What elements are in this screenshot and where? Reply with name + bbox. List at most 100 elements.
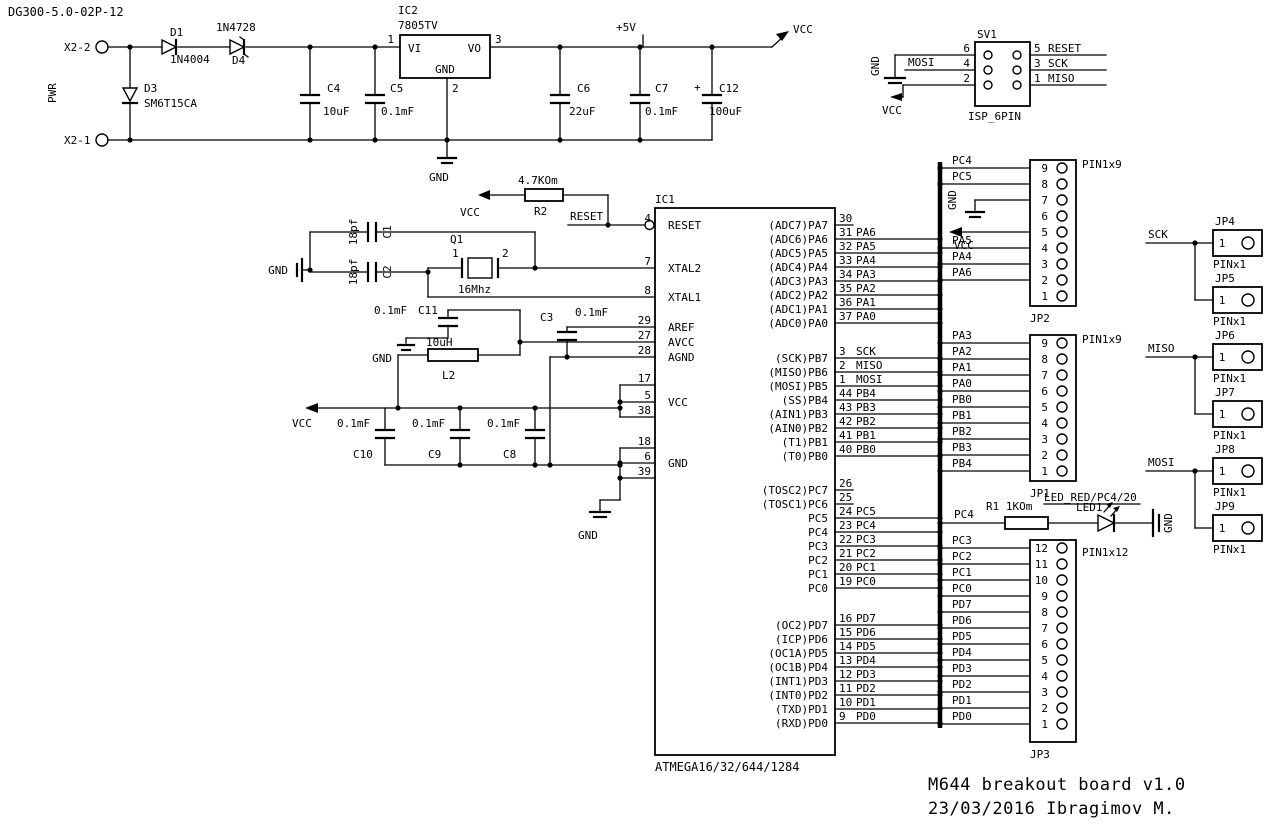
net-label: VCC [292, 417, 312, 430]
ic1-pin-number: 27 [638, 329, 651, 342]
jp3-rows: 12PC311PC210PC19PC08PD77PD66PD55PD44PD33… [937, 534, 1068, 731]
ic1-pin-label: PC0 [808, 582, 828, 595]
led-net-label: LED_RED/PC4/20 [1044, 491, 1137, 504]
net-label: PB3 [856, 401, 876, 414]
header-pin-number: 7 [1041, 622, 1048, 635]
ic1-pin-label: PC3 [808, 540, 828, 553]
header-pin-number: 8 [1041, 353, 1048, 366]
junction-dot [457, 405, 463, 411]
ic1-pin-number: 42 [839, 415, 852, 428]
reset-inversion-bubble [644, 219, 655, 231]
header-pin [1056, 670, 1068, 682]
jumper-pin-number: 1 [1219, 351, 1226, 364]
header-pin-number: 3 [1041, 258, 1048, 271]
net-label: PD3 [952, 662, 972, 675]
ic1-pin-label: (TOSC1)PC6 [762, 498, 828, 511]
capacitor-ref: C9 [428, 448, 441, 461]
net-label: VCC [460, 206, 480, 219]
header-pin [1056, 718, 1068, 730]
vcc-arrow-icon [776, 31, 789, 41]
capacitor-value: 10uF [323, 105, 350, 118]
header-pin-number: 3 [1041, 686, 1048, 699]
ic1-pin-number: 33 [839, 254, 852, 267]
ic1-pin-number: 28 [638, 344, 651, 357]
junction-dot [937, 593, 943, 599]
ic1-pin-number: 15 [839, 626, 852, 639]
net-label: PD6 [856, 626, 876, 639]
header-pin [1056, 590, 1068, 602]
header-pin [1056, 385, 1068, 397]
wire [243, 53, 249, 58]
vcc-arrow-icon [949, 227, 962, 237]
junction-dot [937, 388, 943, 394]
header-pin-number: 11 [1035, 558, 1048, 571]
inductor-value: 10uH [426, 336, 453, 349]
ic1-pin-label: (ADC6)PA6 [768, 233, 828, 246]
net-label: +5V [616, 21, 636, 34]
capacitor-ref: C10 [353, 448, 373, 461]
net-label: PC2 [952, 550, 972, 563]
net-label: VCC [793, 23, 813, 36]
ic1-pin-label: (RXD)PD0 [775, 717, 828, 730]
header-pin [1056, 226, 1068, 238]
ic1-pin-number: 43 [839, 401, 852, 414]
isp-pin [983, 50, 993, 60]
junction-dot [617, 475, 623, 481]
ic1-pin-number: 17 [638, 372, 651, 385]
isp-pin [1012, 65, 1022, 75]
ic1-pin-number: 31 [839, 226, 852, 239]
ic1-pin-number: 30 [839, 212, 852, 225]
net-label: PB2 [856, 415, 876, 428]
ic1-pin-label: (ADC2)PA2 [768, 289, 828, 302]
header-pin [1056, 558, 1068, 570]
junction-dot [127, 44, 133, 50]
ic1-pin-label: (ADC1)PA1 [768, 303, 828, 316]
ic1-pin-label: (ADC4)PA4 [768, 261, 828, 274]
regulator-pin-label: VI [408, 42, 421, 55]
ic1-pin-number: 13 [839, 654, 852, 667]
isp-connector: SV1 GND MOSI VCC 6 4 2 5 3 1 RESET SCK M… [869, 28, 1107, 123]
net-label: PC4 [954, 508, 974, 521]
ic1-pin-label: (INT1)PD3 [768, 675, 828, 688]
net-label: PA3 [952, 329, 972, 342]
net-label: SCK [1148, 228, 1168, 241]
junction-dot [1192, 468, 1198, 474]
net-label: GND [372, 352, 392, 365]
header-pin [1056, 606, 1068, 618]
junction-dot [517, 339, 523, 345]
net-label: PD3 [856, 668, 876, 681]
ic1-pin-number: 3 [839, 345, 846, 358]
capacitor-value: 0.1mF [381, 105, 414, 118]
header-pin [1056, 433, 1068, 445]
header-pin [1056, 290, 1068, 302]
ic1-pin-label: (T1)PB1 [782, 436, 828, 449]
junction-dot [937, 372, 943, 378]
net-label: PD1 [856, 696, 876, 709]
header-pin [1056, 178, 1068, 190]
analog-supply-circuit: 0.1mF C3 0.1mF C11 GND 10uH L2 [372, 304, 656, 468]
led-symbol [1097, 513, 1116, 533]
isp-pin [1012, 80, 1022, 90]
net-label: PD1 [952, 694, 972, 707]
junction-dot [637, 137, 643, 143]
header-pin-number: 2 [1041, 449, 1048, 462]
pin-number: 3 [495, 33, 502, 46]
jumper-pin-number: 1 [1219, 408, 1226, 421]
net-label: PC1 [856, 561, 876, 574]
header-pin [1056, 401, 1068, 413]
junction-dot [1192, 354, 1198, 360]
isp-ref: SV1 [977, 28, 997, 41]
header-pin-number: 5 [1041, 226, 1048, 239]
capacitor-ref: C3 [540, 311, 553, 324]
junction-dot [532, 265, 538, 271]
header-pin [1056, 337, 1068, 349]
header-pin-number: 6 [1041, 210, 1048, 223]
regulator-ref: IC2 [398, 4, 418, 17]
junction-dot [425, 269, 431, 275]
header-pin-number: 9 [1041, 590, 1048, 603]
ic1-pin-number: 6 [644, 450, 651, 463]
schematic-title: M644 breakout board v1.0 [928, 775, 1186, 795]
